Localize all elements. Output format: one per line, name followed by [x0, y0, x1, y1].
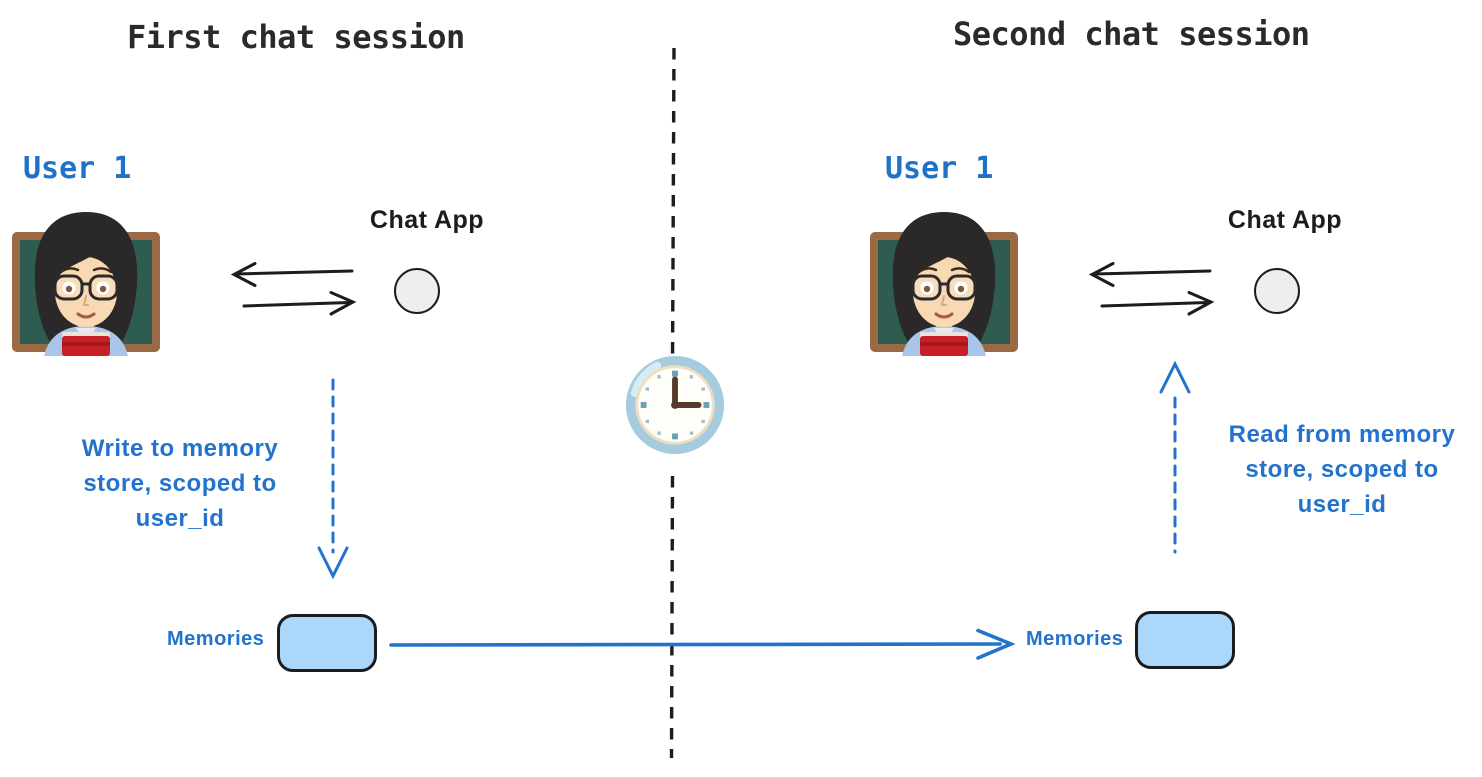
read-note-line: user_id	[1297, 491, 1387, 518]
write-note-line: user_id	[135, 505, 225, 532]
memory-store-box-right	[1135, 611, 1235, 669]
woman-teacher-icon	[6, 196, 166, 356]
write-note: Write to memory store, scoped to user_id	[48, 431, 312, 536]
chat-app-node-left	[394, 268, 440, 314]
first-session-title: First chat session	[127, 18, 465, 56]
memories-label-right: Memories	[1026, 628, 1124, 650]
clock-icon	[624, 354, 726, 456]
chat-app-node-right	[1254, 268, 1300, 314]
memories-label-left: Memories	[167, 628, 265, 650]
read-note-line: Read from memory	[1228, 421, 1456, 448]
write-note-line: store, scoped to	[83, 470, 277, 497]
exchange-arrows-left	[230, 262, 357, 316]
exchange-arrows-right	[1088, 262, 1215, 316]
user-label-right: User 1	[885, 151, 994, 186]
user-label-left: User 1	[23, 151, 132, 186]
second-session-title: Second chat session	[953, 15, 1310, 53]
chat-app-label-right: Chat App	[1227, 206, 1343, 234]
memory-transfer-arrow	[389, 628, 1016, 660]
memory-store-box-left	[277, 614, 377, 672]
read-note-line: store, scoped to	[1245, 456, 1439, 483]
chat-app-label-left: Chat App	[369, 206, 485, 234]
read-from-memory-arrow	[1159, 360, 1191, 554]
woman-teacher-icon	[864, 196, 1024, 356]
write-note-line: Write to memory	[81, 435, 279, 462]
write-to-memory-arrow	[317, 378, 349, 580]
read-note: Read from memory store, scoped to user_i…	[1208, 417, 1476, 522]
